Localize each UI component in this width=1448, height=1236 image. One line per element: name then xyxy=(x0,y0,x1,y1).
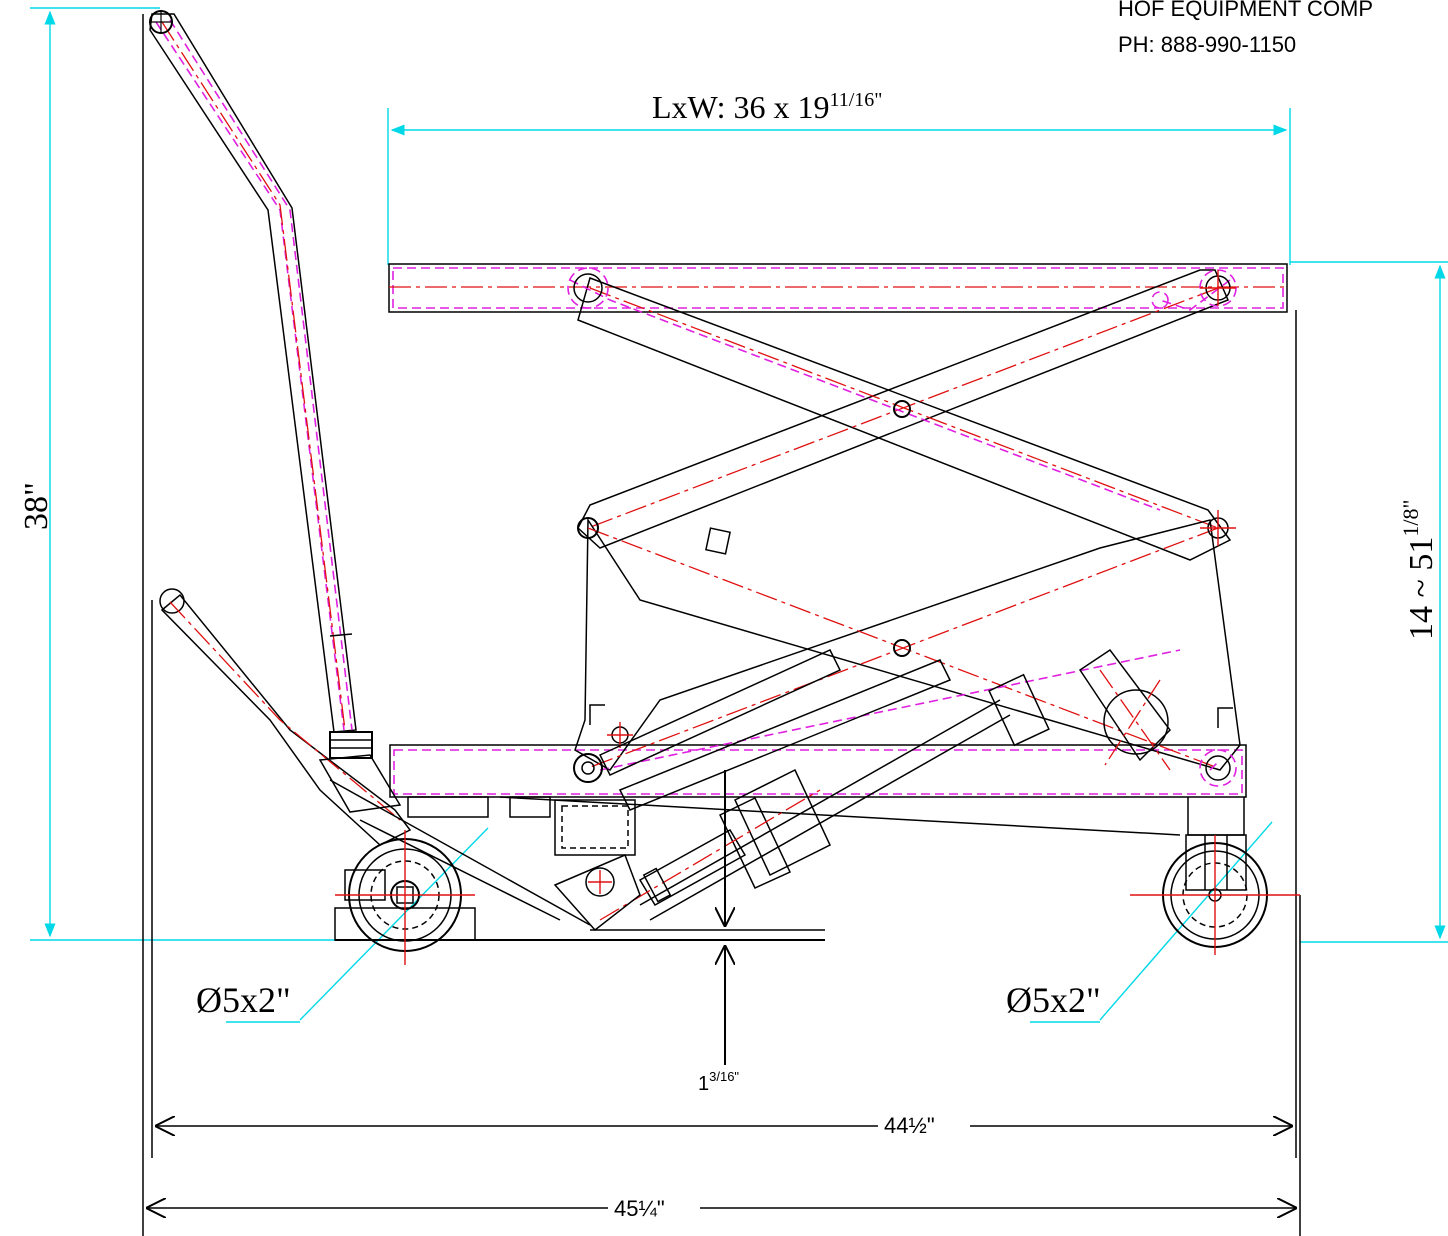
foot-lever[interactable] xyxy=(159,588,591,926)
overall-height-label: 38" xyxy=(18,482,55,530)
lift-range-label: 14 ~ 511/8" xyxy=(1398,500,1440,641)
company-phone: PH: 888-990-1150 xyxy=(1118,32,1296,57)
top-platform xyxy=(388,263,1288,313)
length-overall-label: 45¼" xyxy=(614,1196,665,1221)
platform-size-label: LxW: 36 x 1911/16" xyxy=(652,89,882,125)
base-frame xyxy=(389,744,1247,798)
left-wheel xyxy=(334,830,476,965)
company-name: HOF EQUIPMENT COMP xyxy=(1118,0,1373,21)
right-wheel xyxy=(1130,834,1300,955)
length-inner-label: 44½" xyxy=(884,1113,935,1138)
hydraulic-cylinder xyxy=(553,768,831,932)
ground-clearance-label: 13/16" xyxy=(698,1069,739,1095)
right-wheel-label: Ø5x2" xyxy=(1006,980,1101,1020)
scissor-arm-lower-a xyxy=(574,517,1241,771)
push-handle[interactable] xyxy=(149,10,373,759)
scissor-arm-upper-a xyxy=(577,277,1232,561)
left-wheel-label: Ø5x2" xyxy=(196,980,291,1020)
